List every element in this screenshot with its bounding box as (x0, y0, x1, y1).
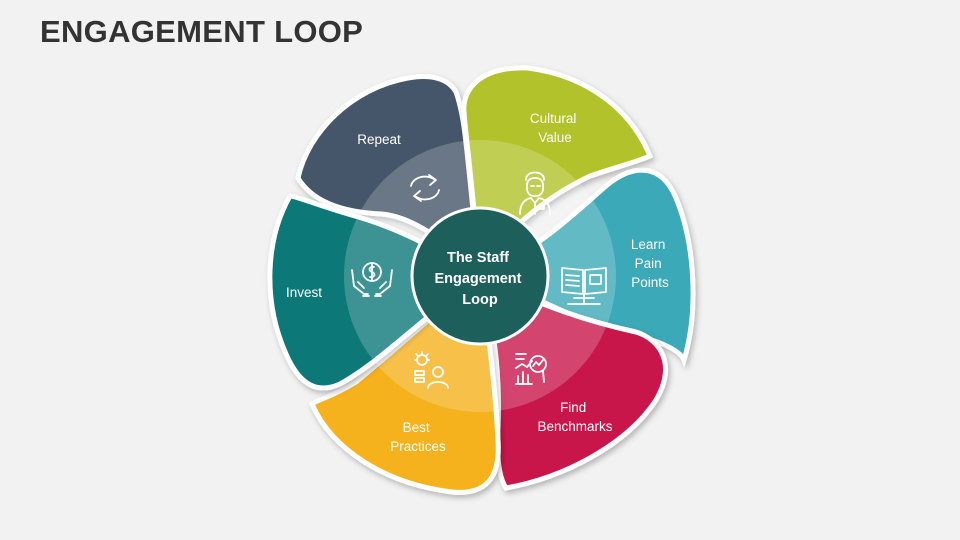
best-practices-label-line1: Best (403, 420, 430, 435)
svg-text:Find Benchmarks: Find Benchmarks (537, 400, 612, 434)
cultural-value-label-line1: Cultural (530, 111, 577, 126)
invest-label: Invest (286, 285, 322, 300)
center-label-line1: The Staff (447, 250, 509, 266)
best-practices-label-line2: Practices (390, 439, 446, 454)
center-circle (410, 206, 550, 346)
person-icon (519, 171, 551, 215)
center-label-line2: Engagement (434, 271, 521, 287)
segment-invest (267, 193, 485, 391)
book-icon (561, 267, 607, 305)
center-label-line3: Loop (462, 292, 498, 308)
refresh-icon (410, 174, 440, 202)
chart-magnifier-icon (515, 353, 547, 385)
segment-find-benchmarks (475, 271, 668, 491)
learn-pain-points-label-line1: Learn (631, 237, 666, 252)
repeat-label: Repeat (357, 132, 401, 147)
svg-text:Repeat: Repeat (357, 132, 401, 147)
svg-text:Invest: Invest (286, 285, 322, 300)
hands-coin-icon (351, 262, 393, 297)
cultural-value-label-line2: Value (538, 130, 572, 145)
svg-text:Best Practices: Best Practices (390, 420, 446, 454)
petal-find-benchmarks (475, 271, 668, 491)
learn-pain-points-label-line3: Points (631, 275, 669, 290)
idea-person-icon (414, 351, 449, 389)
svg-text:Learn Pain Points: Learn Pain Points (631, 237, 669, 290)
find-benchmarks-label-line1: Find (560, 400, 586, 415)
svg-text:Cultural Value: Cultural Value (530, 111, 580, 145)
learn-pain-points-label-line2: Pain (635, 256, 662, 271)
page-title: ENGAGEMENT LOOP (40, 14, 364, 49)
find-benchmarks-label-line2: Benchmarks (537, 419, 612, 434)
svg-text:The Staff Engagement L: The Staff Engagement Loop (434, 250, 525, 308)
petal-invest (267, 193, 485, 391)
